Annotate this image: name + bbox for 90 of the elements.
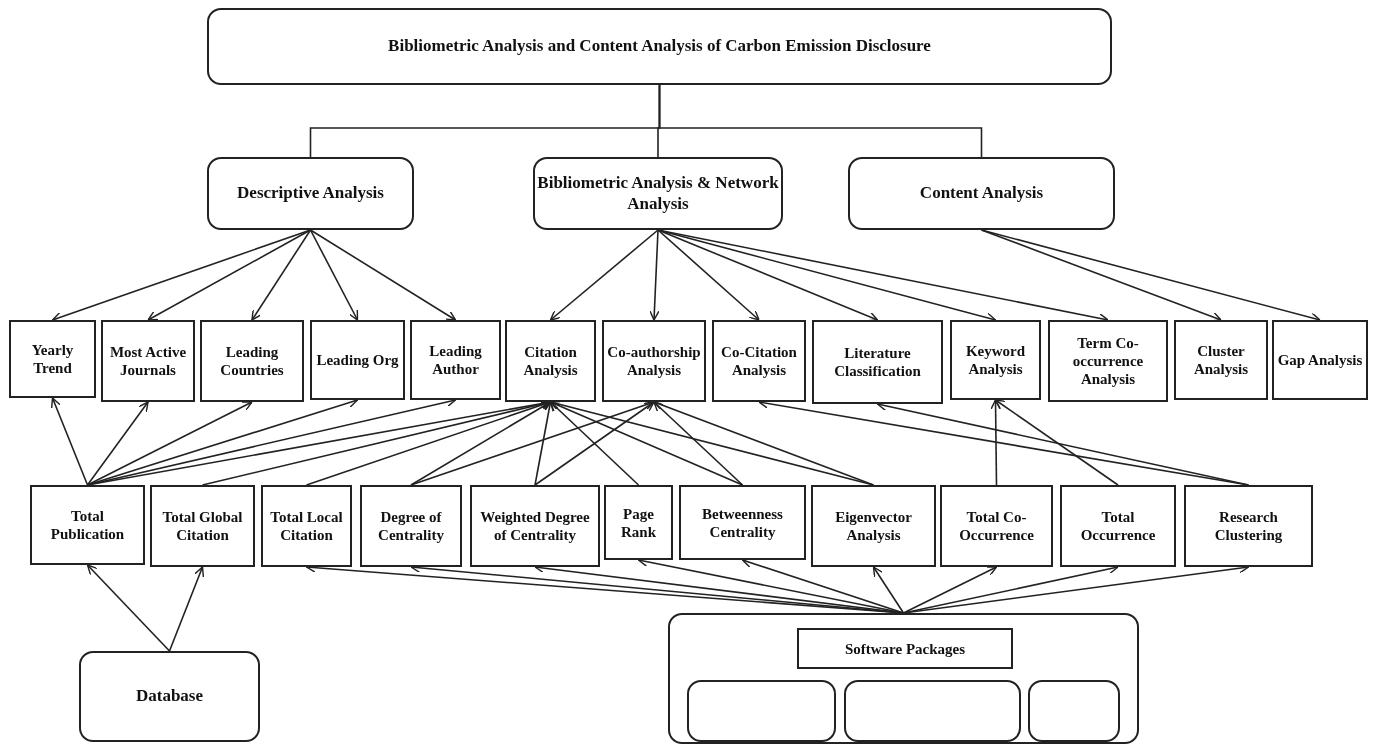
node-label: Co-Citation Analysis	[720, 343, 798, 379]
rounded-box	[848, 157, 1115, 230]
node-label: Betweenness Centrality	[701, 504, 784, 541]
node-label: Bibliometric Analysis & Network Analysis	[537, 173, 779, 214]
node-label: Content Analysis	[919, 183, 1044, 204]
process-box	[1272, 320, 1368, 400]
node-label: Literature Classification	[833, 344, 922, 380]
arrow	[86, 401, 253, 486]
arrow	[251, 229, 312, 321]
node-label: Eigenvector Analysis	[834, 508, 913, 544]
arrow	[657, 229, 879, 322]
node-label: Research Clustering	[1213, 508, 1284, 544]
process-box	[812, 320, 943, 404]
node-label: Citation Analysis	[522, 343, 579, 379]
process-box	[1048, 320, 1168, 402]
arrow	[534, 401, 554, 486]
process-box	[101, 320, 195, 402]
process-box	[811, 485, 936, 567]
node-label: Degree of Centrality	[377, 508, 445, 544]
arrow	[534, 401, 655, 486]
arrow	[653, 400, 875, 486]
empty-box	[844, 680, 1021, 742]
node-label: Term Co-occurrence Analysis	[1071, 334, 1145, 388]
process-box	[360, 485, 462, 567]
node-label: Total Co-Occurrence	[958, 508, 1035, 544]
arrow	[147, 229, 312, 321]
process-box	[950, 320, 1041, 400]
process-box	[712, 320, 806, 402]
process-box	[505, 320, 596, 402]
title-box	[207, 8, 1112, 85]
arrow	[549, 229, 659, 321]
process-box	[1174, 320, 1268, 400]
rounded-box	[207, 157, 414, 230]
arrow	[86, 401, 149, 486]
arrow	[168, 566, 205, 652]
arrow	[410, 401, 552, 486]
node-label: Database	[135, 686, 204, 707]
arrow	[657, 229, 760, 321]
process-box	[602, 320, 706, 402]
process-box	[410, 320, 501, 400]
arrow	[994, 399, 1119, 486]
process-box	[1060, 485, 1176, 567]
node-label: Leading Countries	[219, 343, 285, 379]
node-label: Bibliometric Analysis and Content Analysis of Carbon Emission Disclosure	[388, 36, 931, 57]
node-label: Yearly Trend	[30, 341, 75, 377]
rounded-box	[79, 651, 260, 742]
rounded-box	[533, 157, 783, 230]
process-box	[30, 485, 145, 565]
process-box	[310, 320, 405, 400]
process-box	[1184, 485, 1313, 567]
process-box	[150, 485, 255, 567]
arrow	[902, 566, 998, 614]
node-label: Software Packages	[844, 639, 966, 658]
process-box	[604, 485, 673, 560]
arrow	[980, 229, 1321, 323]
node-label: Total Local Citation	[269, 508, 344, 544]
node-label: Total Publication	[49, 507, 126, 543]
process-box	[9, 320, 96, 398]
connector-line	[658, 84, 983, 158]
arrow	[653, 401, 744, 486]
process-box	[261, 485, 352, 567]
node-label: Keyword Analysis	[964, 342, 1027, 378]
node-label: Page Rank	[620, 504, 657, 541]
empty-box	[1028, 680, 1120, 742]
arrow	[649, 229, 660, 321]
arrow	[549, 401, 640, 486]
process-box	[470, 485, 600, 567]
node-label: Co-authorship Analysis	[606, 343, 702, 379]
arrow	[990, 399, 1001, 486]
node-label: Leading Author	[428, 342, 483, 378]
arrow	[86, 564, 171, 652]
node-label: Leading Org	[316, 351, 399, 369]
node-label: Gap Analysis	[1277, 351, 1363, 369]
node-label: Total Occurrence	[1079, 508, 1157, 544]
arrow	[980, 229, 1222, 322]
node-label: Most Active Journals	[108, 343, 188, 379]
process-box	[200, 320, 304, 402]
arrow	[309, 229, 359, 321]
node-label: Cluster Analysis	[1192, 342, 1250, 378]
arrow	[872, 566, 905, 614]
node-label: Weighted Degree of Centrality	[479, 508, 591, 544]
node-label: Descriptive Analysis	[237, 183, 384, 204]
arrow	[309, 229, 457, 321]
process-box	[679, 485, 806, 560]
empty-box	[687, 680, 836, 742]
node-label: Total Global Citation	[161, 508, 244, 544]
process-box	[797, 628, 1013, 669]
arrow	[50, 397, 89, 486]
group-box	[668, 613, 1139, 744]
process-box	[940, 485, 1053, 567]
